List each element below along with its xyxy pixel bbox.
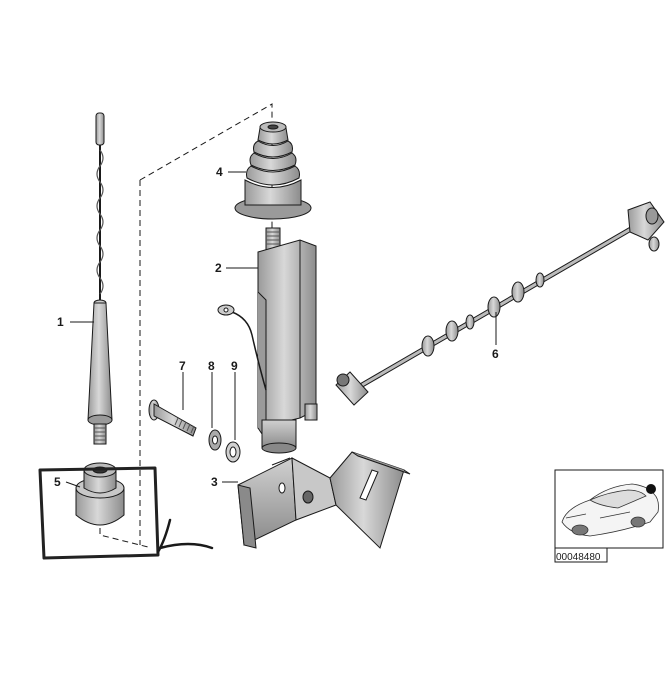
callout-6: 6 <box>492 347 499 361</box>
callout-7: 7 <box>179 359 186 373</box>
callout-8: 8 <box>208 359 215 373</box>
callout-5: 5 <box>54 475 61 489</box>
vehicle-inset <box>554 469 664 563</box>
antenna-mast <box>87 112 113 445</box>
highlight-box <box>38 466 160 560</box>
bolt <box>148 399 197 437</box>
callout-1: 1 <box>57 315 64 329</box>
inset-id-label: 00048480 <box>556 552 601 563</box>
washer <box>225 441 241 463</box>
callout-3: 3 <box>211 475 218 489</box>
antenna-cable <box>335 201 665 406</box>
ground-wire <box>217 304 267 391</box>
rubber-boot <box>234 121 312 220</box>
antenna-housing <box>257 227 318 454</box>
leader-line-5 <box>65 481 81 488</box>
hand-drawn-arrow <box>156 518 214 554</box>
lock-washer <box>208 429 222 451</box>
car-icon <box>561 483 659 537</box>
mounting-bracket <box>237 451 411 549</box>
callout-9: 9 <box>231 359 238 373</box>
callout-2: 2 <box>215 261 222 275</box>
callout-4: 4 <box>216 165 223 179</box>
grommet <box>75 462 125 526</box>
location-marker-dot <box>646 484 656 494</box>
